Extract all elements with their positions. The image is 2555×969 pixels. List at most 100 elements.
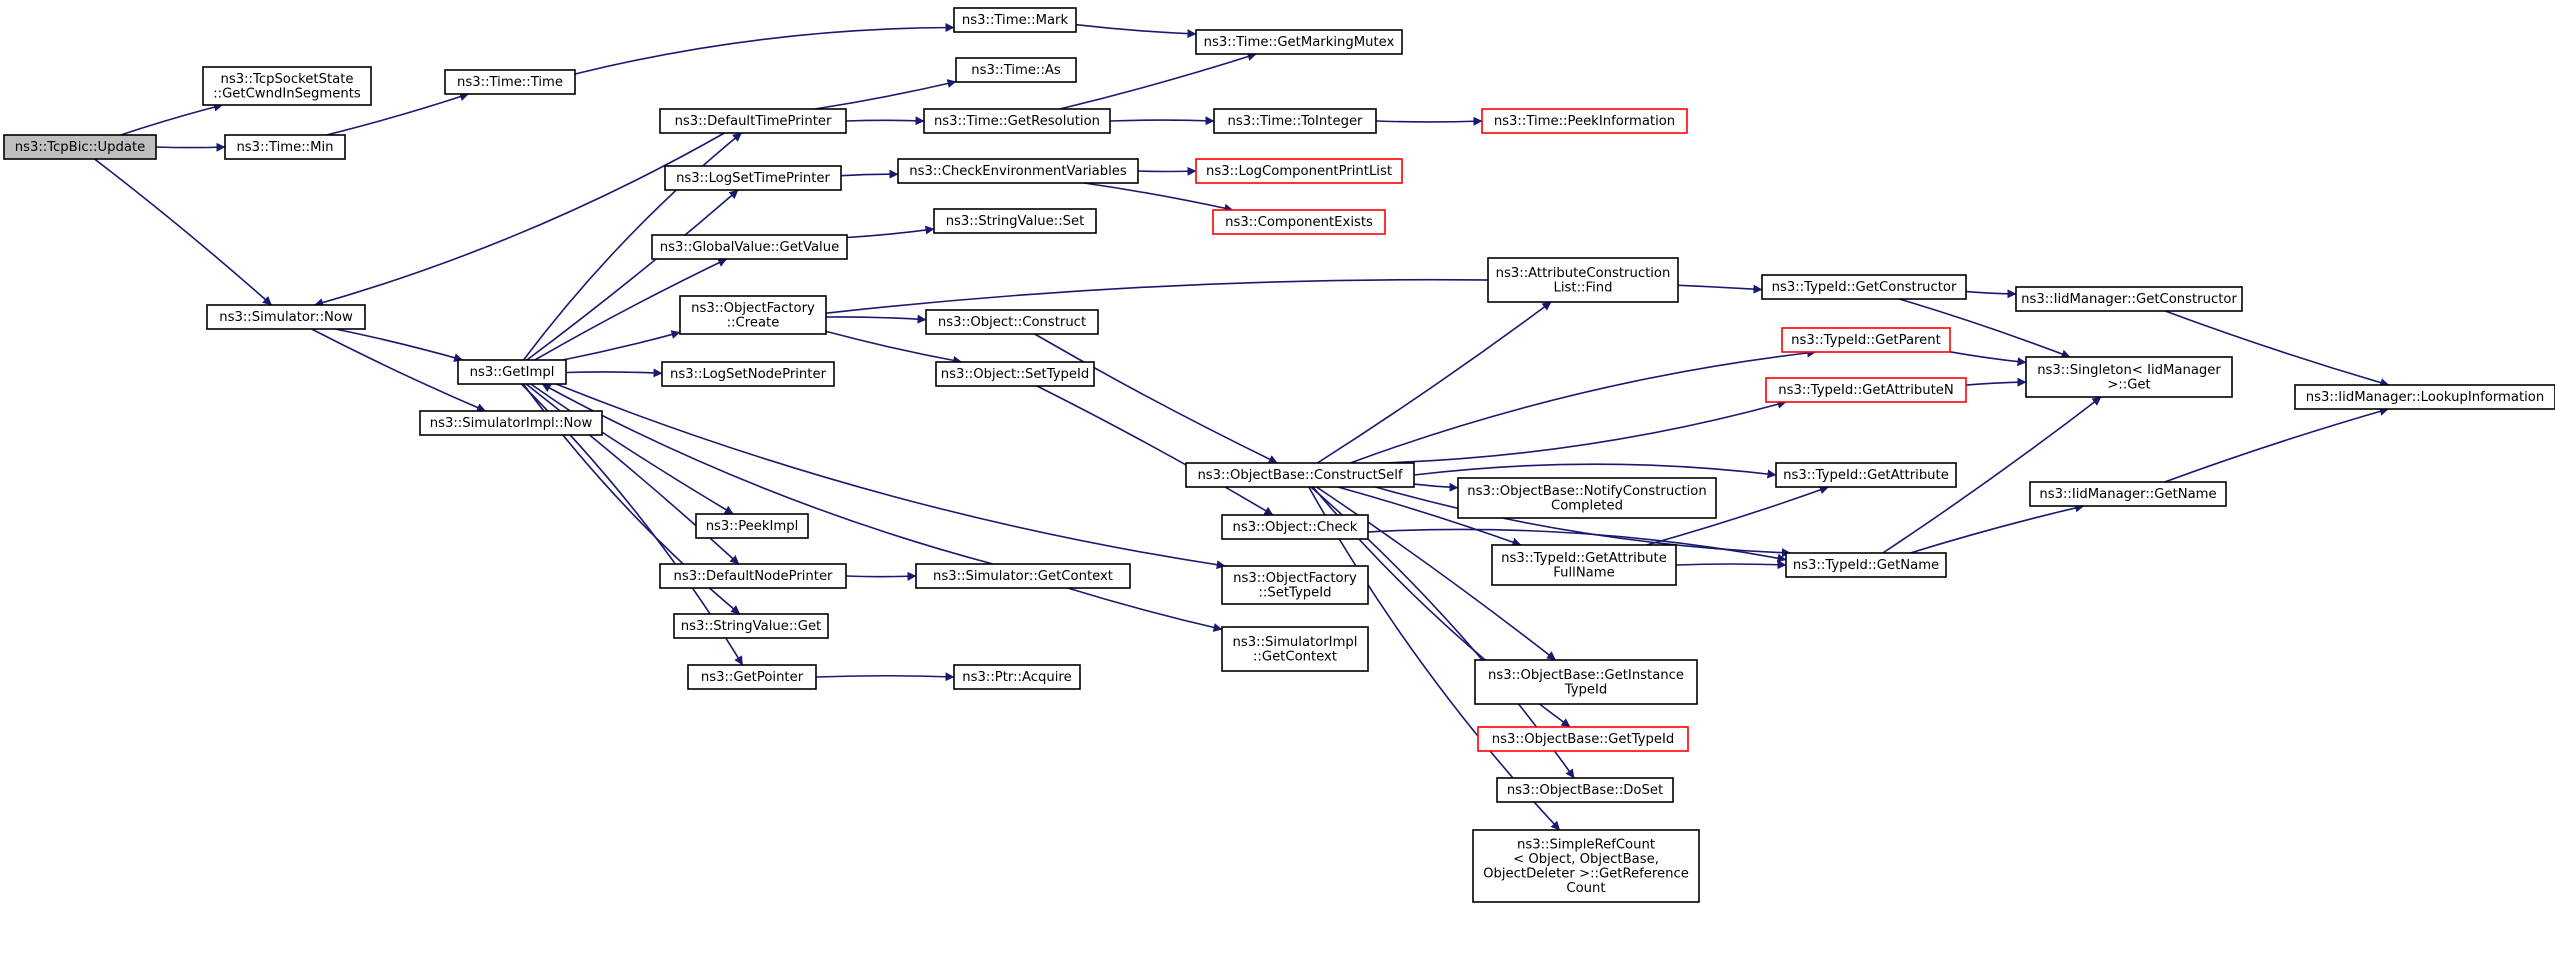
node-logsettimeprinter[interactable]: ns3::LogSetTimePrinter (664, 165, 842, 191)
node-box-getresolution[interactable] (923, 108, 1111, 134)
node-box-stringvalueset[interactable] (933, 208, 1097, 234)
node-checkenv[interactable]: ns3::CheckEnvironmentVariables (897, 158, 1139, 184)
node-box-componentexists[interactable] (1212, 209, 1386, 235)
node-typeidgetattribute[interactable]: ns3::TypeId::GetAttribute (1775, 462, 1957, 488)
node-root[interactable]: ns3::TcpBic::Update (3, 134, 157, 160)
node-box-objectcheck[interactable] (1221, 514, 1369, 540)
node-box-getinstancetypeid[interactable] (1474, 659, 1698, 705)
node-box-logcompprintlist[interactable] (1195, 158, 1403, 184)
node-box-stringvalueget[interactable] (673, 613, 829, 639)
node-box-notifyconstruction[interactable] (1457, 477, 1717, 519)
node-box-timetime[interactable] (444, 69, 576, 95)
node-box-simnow[interactable] (206, 304, 366, 330)
node-box-singletonget[interactable] (2025, 356, 2233, 398)
node-box-objbasegettypeid[interactable] (1477, 726, 1689, 752)
node-ptracquire[interactable]: ns3::Ptr::Acquire (953, 664, 1081, 690)
node-componentexists[interactable]: ns3::ComponentExists (1212, 209, 1386, 235)
node-box-simimplgetcontext[interactable] (1221, 626, 1369, 672)
node-box-markingmutex[interactable] (1195, 29, 1403, 55)
node-box-iidgetname[interactable] (2029, 481, 2227, 507)
node-simnow[interactable]: ns3::Simulator::Now (206, 304, 366, 330)
node-defaultnodeprinter[interactable]: ns3::DefaultNodePrinter (659, 563, 847, 589)
node-cwndinseg[interactable]: ns3::TcpSocketState::GetCwndInSegments (202, 66, 372, 106)
node-singletonget[interactable]: ns3::Singleton< IidManager>::Get (2025, 356, 2233, 398)
node-tointeger[interactable]: ns3::Time::ToInteger (1213, 108, 1377, 134)
node-box-typeidgetattribute[interactable] (1775, 462, 1957, 488)
node-box-objbasedoset[interactable] (1496, 777, 1674, 803)
node-box-simplerefcount[interactable] (1472, 829, 1700, 903)
node-notifyconstruction[interactable]: ns3::ObjectBase::NotifyConstructionCompl… (1457, 477, 1717, 519)
node-box-attrconstlistfind[interactable] (1487, 257, 1679, 303)
node-box-iidgetconstructor[interactable] (2015, 286, 2243, 312)
node-defaulttimeprinter[interactable]: ns3::DefaultTimePrinter (659, 108, 847, 134)
node-box-timeas[interactable] (955, 57, 1077, 83)
node-peekimpl[interactable]: ns3::PeekImpl (695, 513, 809, 539)
node-box-iidlookup[interactable] (2294, 384, 2555, 410)
node-box-getimpl[interactable] (457, 359, 567, 385)
node-box-peekinformation[interactable] (1481, 108, 1688, 134)
node-box-simimplnow[interactable] (419, 410, 603, 436)
node-getimpl[interactable]: ns3::GetImpl (457, 359, 567, 385)
node-simimplnow[interactable]: ns3::SimulatorImpl::Now (419, 410, 603, 436)
node-typeidgetname[interactable]: ns3::TypeId::GetName (1785, 552, 1947, 578)
node-timeas[interactable]: ns3::Time::As (955, 57, 1077, 83)
node-box-objbaseconstructself[interactable] (1185, 462, 1415, 488)
node-box-objfactorysettypeid[interactable] (1221, 565, 1369, 605)
node-box-objectsettypeid[interactable] (935, 361, 1095, 387)
node-box-checkenv[interactable] (897, 158, 1139, 184)
node-objbaseconstructself[interactable]: ns3::ObjectBase::ConstructSelf (1185, 462, 1415, 488)
node-box-typeidgetname[interactable] (1785, 552, 1947, 578)
node-objectconstruct[interactable]: ns3::Object::Construct (925, 309, 1099, 335)
node-box-timemark[interactable] (953, 7, 1077, 33)
node-simplerefcount[interactable]: ns3::SimpleRefCount< Object, ObjectBase,… (1472, 829, 1700, 903)
node-box-tointeger[interactable] (1213, 108, 1377, 134)
node-timetime[interactable]: ns3::Time::Time (444, 69, 576, 95)
node-timemark[interactable]: ns3::Time::Mark (953, 7, 1077, 33)
node-box-cwndinseg[interactable] (202, 66, 372, 106)
node-box-typeidgetparent[interactable] (1781, 327, 1951, 353)
node-objectcheck[interactable]: ns3::Object::Check (1221, 514, 1369, 540)
node-markingmutex[interactable]: ns3::Time::GetMarkingMutex (1195, 29, 1403, 55)
node-simimplgetcontext[interactable]: ns3::SimulatorImpl::GetContext (1221, 626, 1369, 672)
node-box-getattrfullname[interactable] (1491, 544, 1677, 586)
node-box-ptracquire[interactable] (953, 664, 1081, 690)
node-simgetcontext[interactable]: ns3::Simulator::GetContext (915, 563, 1131, 589)
node-box-simgetcontext[interactable] (915, 563, 1131, 589)
node-peekinformation[interactable]: ns3::Time::PeekInformation (1481, 108, 1688, 134)
node-box-typeidgetconstructor[interactable] (1761, 274, 1967, 300)
node-stringvalueset[interactable]: ns3::StringValue::Set (933, 208, 1097, 234)
node-timemin[interactable]: ns3::Time::Min (224, 134, 346, 160)
node-box-logsetnodeprinter[interactable] (661, 361, 835, 387)
node-box-globalvalueget[interactable] (651, 234, 848, 260)
node-iidlookup[interactable]: ns3::IidManager::LookupInformation (2294, 384, 2555, 410)
node-objfactorycreate[interactable]: ns3::ObjectFactory::Create (679, 295, 827, 335)
node-globalvalueget[interactable]: ns3::GlobalValue::GetValue (651, 234, 848, 260)
node-stringvalueget[interactable]: ns3::StringValue::Get (673, 613, 829, 639)
node-logsetnodeprinter[interactable]: ns3::LogSetNodePrinter (661, 361, 835, 387)
node-objbasegettypeid[interactable]: ns3::ObjectBase::GetTypeId (1477, 726, 1689, 752)
node-box-root[interactable] (3, 134, 157, 160)
node-box-objfactorycreate[interactable] (679, 295, 827, 335)
node-iidgetname[interactable]: ns3::IidManager::GetName (2029, 481, 2227, 507)
node-box-typeidgetattributen[interactable] (1765, 377, 1967, 403)
node-box-peekimpl[interactable] (695, 513, 809, 539)
node-box-objectconstruct[interactable] (925, 309, 1099, 335)
node-typeidgetconstructor[interactable]: ns3::TypeId::GetConstructor (1761, 274, 1967, 300)
node-box-defaulttimeprinter[interactable] (659, 108, 847, 134)
node-objectsettypeid[interactable]: ns3::Object::SetTypeId (935, 361, 1095, 387)
node-typeidgetparent[interactable]: ns3::TypeId::GetParent (1781, 327, 1951, 353)
node-iidgetconstructor[interactable]: ns3::IidManager::GetConstructor (2015, 286, 2243, 312)
node-box-defaultnodeprinter[interactable] (659, 563, 847, 589)
node-getpointer[interactable]: ns3::GetPointer (687, 664, 817, 690)
node-typeidgetattributen[interactable]: ns3::TypeId::GetAttributeN (1765, 377, 1967, 403)
node-objbasedoset[interactable]: ns3::ObjectBase::DoSet (1496, 777, 1674, 803)
node-box-timemin[interactable] (224, 134, 346, 160)
node-getresolution[interactable]: ns3::Time::GetResolution (923, 108, 1111, 134)
node-box-logsettimeprinter[interactable] (664, 165, 842, 191)
node-box-getpointer[interactable] (687, 664, 817, 690)
node-objfactorysettypeid[interactable]: ns3::ObjectFactory::SetTypeId (1221, 565, 1369, 605)
node-logcompprintlist[interactable]: ns3::LogComponentPrintList (1195, 158, 1403, 184)
